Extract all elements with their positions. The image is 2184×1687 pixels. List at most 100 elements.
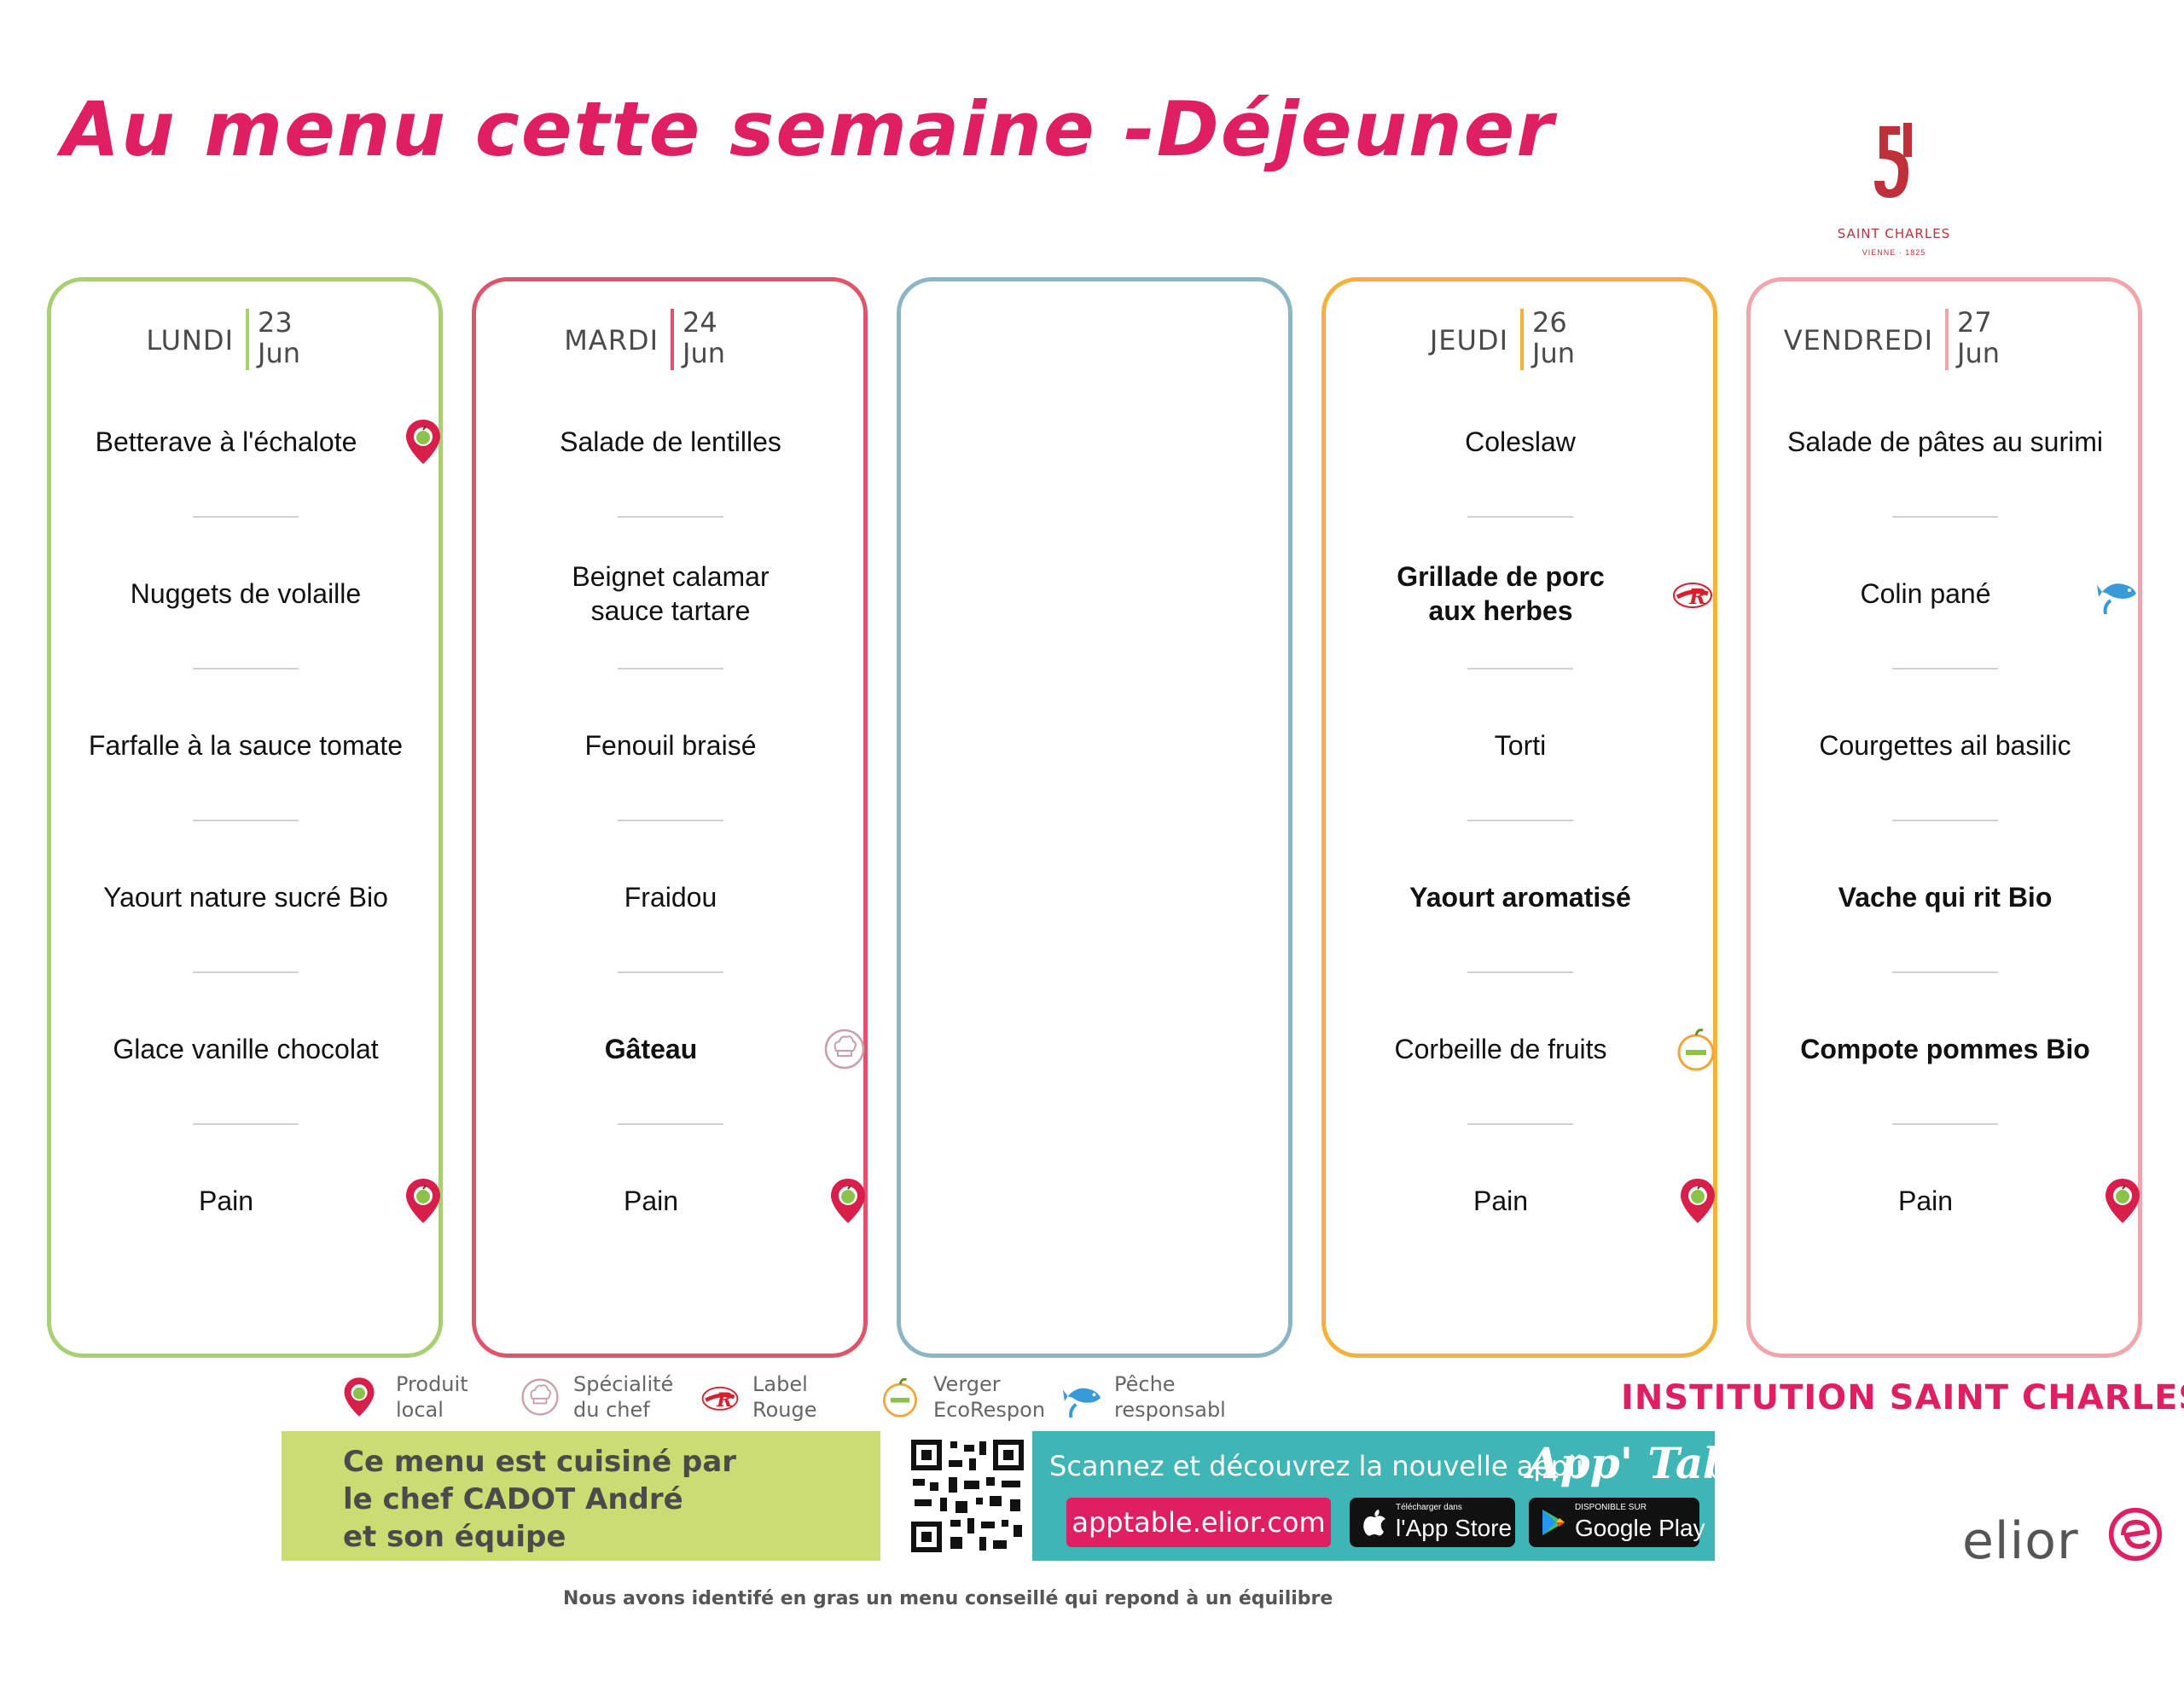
dish-divider: [193, 971, 299, 973]
google-play-icon: [1542, 1510, 1565, 1535]
dish: Betterave à l'échalote: [95, 426, 357, 457]
dish-divider: [193, 668, 299, 670]
google-play-label: Google Play: [1575, 1515, 1705, 1541]
qr-code[interactable]: [903, 1431, 1032, 1561]
dish: Glace vanille chocolat: [113, 1034, 379, 1064]
local-pin-icon: [344, 1377, 375, 1417]
app-brand: App' Table: [1527, 1438, 1777, 1488]
app-banner: Scannez et découvrez la nouvelle appli A…: [1032, 1431, 1776, 1561]
dish-divider: [1892, 820, 1998, 821]
dish: Fenouil braisé: [584, 730, 757, 761]
label-rouge-icon: R: [1673, 583, 1712, 609]
svg-text:R: R: [716, 1389, 733, 1412]
dish: Yaourt aromatisé: [1409, 882, 1631, 913]
day-name: JEUDI: [1429, 324, 1508, 357]
dish: Farfalle à la sauce tomate: [88, 730, 404, 761]
google-play-badge[interactable]: DISPONIBLE SUR Google Play: [1529, 1498, 1705, 1547]
local-pin-icon: [1681, 1179, 1715, 1223]
app-store-badge[interactable]: Télécharger dans l'App Store: [1350, 1498, 1515, 1547]
dish: Grillade de porc aux herbes: [1397, 561, 1605, 626]
chef-banner: Ce menu est cuisiné par le chef CADOT An…: [282, 1431, 880, 1561]
dish-divider: [193, 516, 299, 518]
fish-icon: [2097, 583, 2136, 615]
logo-name: SAINT CHARLES: [1837, 226, 1951, 241]
day-divider: [1945, 309, 1949, 370]
dish: Salade de pâtes au surimi: [1787, 426, 2103, 457]
dish-divider: [1892, 1123, 1998, 1125]
dish-divider: [618, 516, 723, 518]
day-name: VENDREDI: [1783, 324, 1933, 357]
day-divider: [246, 309, 249, 370]
dish-divider: [1467, 971, 1573, 973]
chef-hat-icon: [824, 1029, 865, 1070]
dish: Colin pané: [1860, 578, 1991, 609]
google-play-small: DISPONIBLE SUR: [1575, 1503, 1647, 1512]
dish: Pain: [1472, 1186, 1529, 1216]
dish-divider: [1467, 820, 1573, 821]
day-column-empty: [897, 277, 1292, 1358]
institution-name: INSTITUTION SAINT CHARLES: [1621, 1378, 2184, 1417]
dish: Fraidou: [624, 882, 717, 913]
label-rouge-icon: R: [701, 1386, 739, 1412]
page-title: Au menu cette semaine -Déjeuner: [61, 85, 1555, 173]
dish: Compote pommes Bio: [1800, 1034, 2090, 1064]
app-store-label: l'App Store: [1396, 1515, 1513, 1541]
elior-logo: elior: [1962, 1501, 2167, 1578]
elior-e-icon: [2108, 1507, 2163, 1562]
dish: Pain: [1897, 1186, 1954, 1216]
chef-hat-icon: [521, 1378, 559, 1416]
app-scan-text: Scannez et découvrez la nouvelle appli: [1049, 1450, 1583, 1482]
dish-divider: [193, 820, 299, 821]
local-pin-icon: [406, 420, 440, 464]
dish: Nuggets de volaille: [130, 578, 362, 609]
dish-divider: [618, 668, 723, 670]
app-url-link[interactable]: apptable.elior.com: [1066, 1498, 1331, 1547]
local-pin-icon: [831, 1179, 865, 1223]
dish-divider: [1892, 971, 1998, 973]
dish-divider: [618, 820, 723, 821]
dish-divider: [1892, 516, 1998, 518]
footnote: Nous avons identifé en gras un menu cons…: [563, 1588, 1333, 1609]
dish: Pain: [198, 1186, 254, 1216]
dish-divider: [618, 971, 723, 973]
day-name: LUNDI: [146, 324, 234, 357]
dish: Vache qui rit Bio: [1838, 882, 2053, 913]
dish-divider: [618, 1123, 723, 1125]
dish: Beignet calamar sauce tartare: [572, 561, 770, 626]
qr-code-image: [911, 1440, 1024, 1552]
dish: Torti: [1494, 730, 1547, 761]
day-divider: [671, 309, 674, 370]
dish-divider: [193, 1123, 299, 1125]
apple-logo-icon: [1363, 1510, 1385, 1536]
app-store-small: Télécharger dans: [1396, 1503, 1462, 1512]
svg-text:R: R: [1688, 584, 1706, 609]
dish-divider: [1467, 668, 1573, 670]
dish-divider: [1467, 1123, 1573, 1125]
day-divider: [1520, 309, 1524, 370]
fish-icon: [1062, 1388, 1101, 1418]
apple-icon: [883, 1377, 917, 1417]
day-name: MARDI: [564, 324, 659, 357]
chef-text: Ce menu est cuisiné par le chef CADOT An…: [343, 1445, 737, 1554]
dish: Coleslaw: [1465, 426, 1576, 457]
dish: Salade de lentilles: [560, 426, 781, 457]
logo-subtitle: VIENNE · 1825: [1862, 248, 1926, 257]
dish: Courgettes ail basilic: [1819, 730, 2071, 761]
local-pin-icon: [2106, 1179, 2140, 1223]
